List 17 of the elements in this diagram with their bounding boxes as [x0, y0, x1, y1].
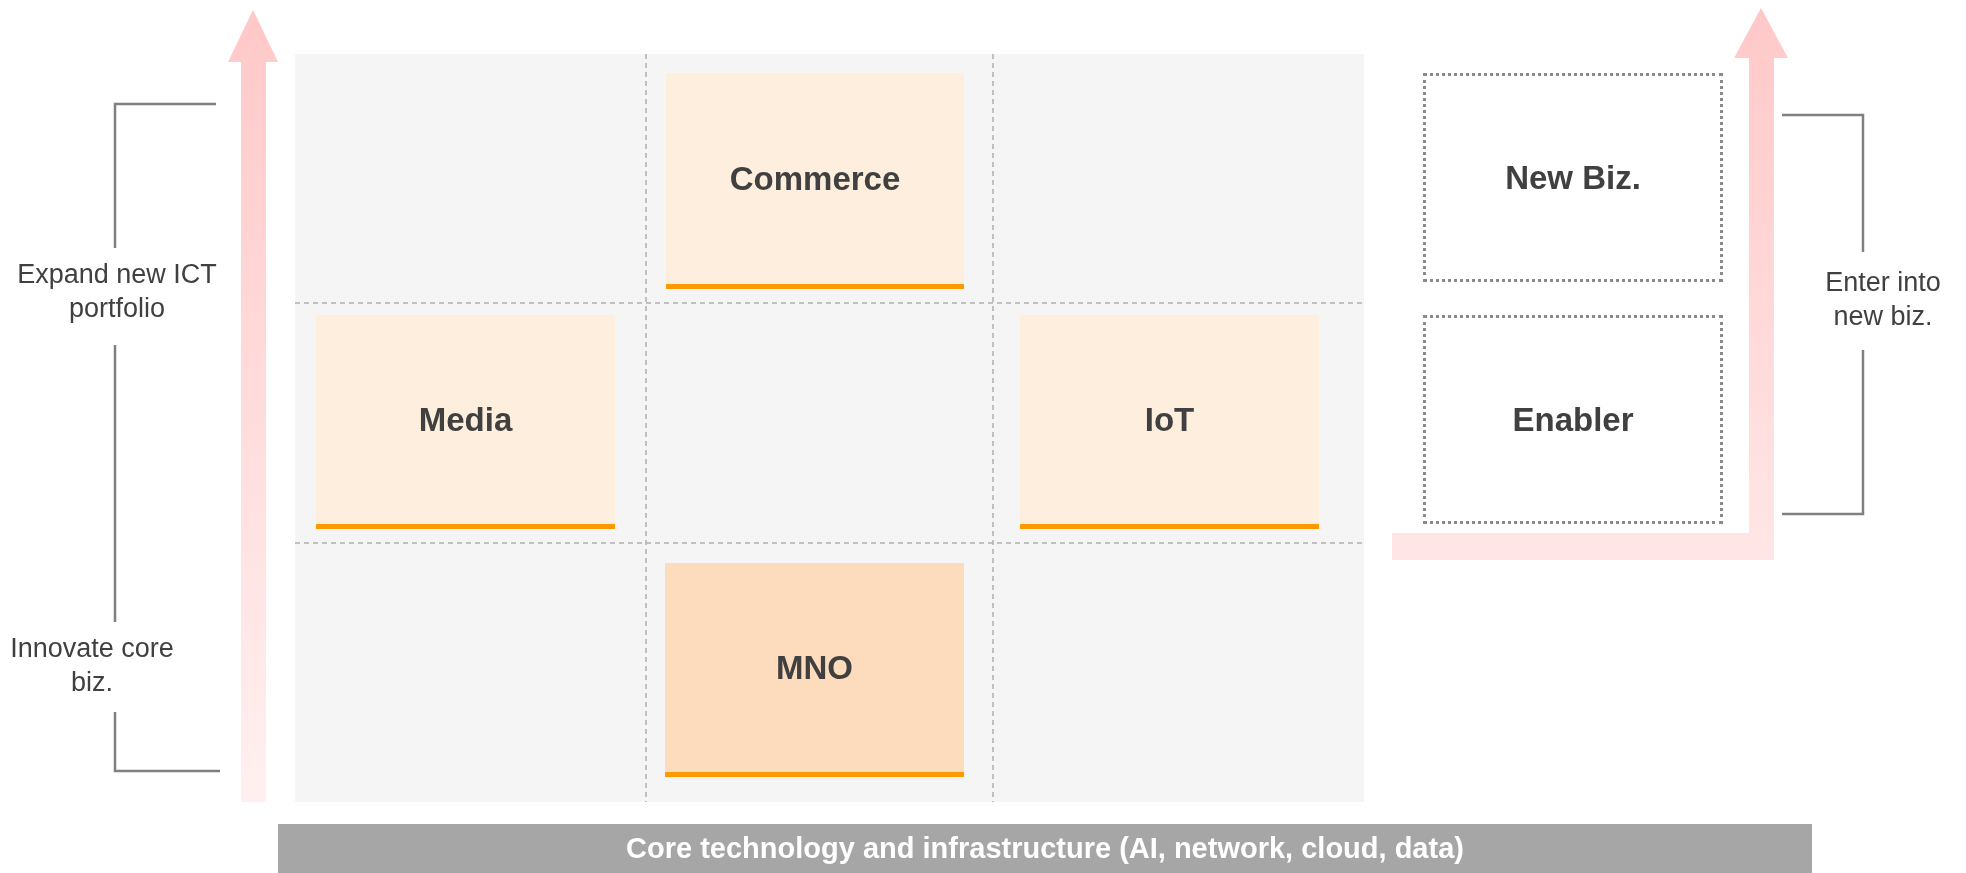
base-bar [278, 824, 1812, 873]
segment-label: Media [418, 400, 513, 439]
segment-label: IoT [1144, 400, 1195, 439]
annotation-text: Innovate core biz. [9, 632, 175, 699]
segment-box [665, 563, 964, 777]
annotation-text: Expand new ICT portfolio [16, 258, 218, 325]
segment-box [1020, 315, 1319, 529]
segment-box [316, 315, 615, 529]
bar-label: Core technology and infrastructure (AI, network, cloud, data) [626, 832, 1464, 865]
dotted-box [1423, 315, 1723, 524]
segment-box [666, 73, 964, 289]
dotted-box [1423, 73, 1723, 282]
segment-label: MNO [776, 648, 853, 687]
segment-label: Commerce [729, 159, 901, 198]
annotation-text: Enter into new biz. [1824, 266, 1942, 333]
segment-label: New Biz. [1505, 158, 1641, 197]
segment-label: Enabler [1512, 400, 1634, 439]
